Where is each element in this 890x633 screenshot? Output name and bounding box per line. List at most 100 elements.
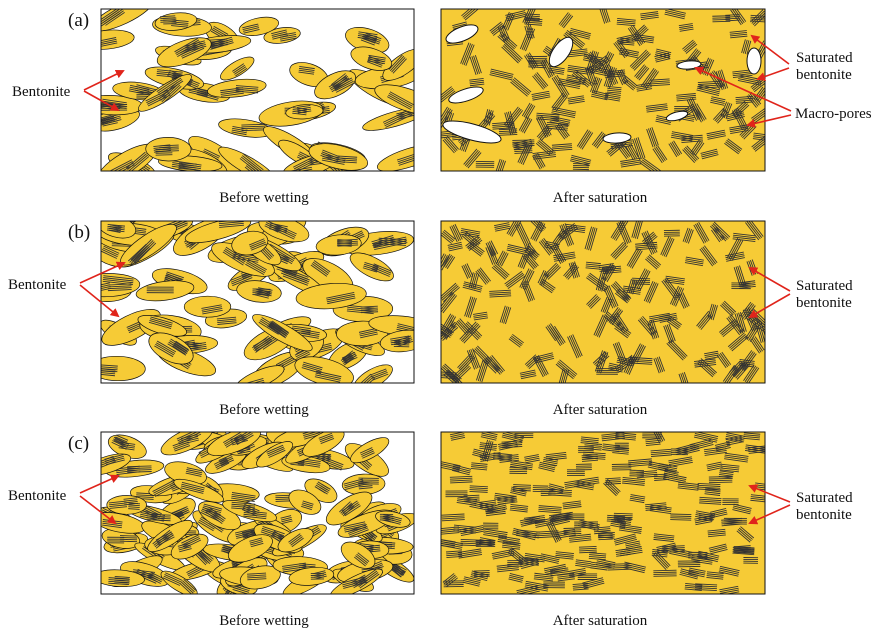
clay-particle-stack <box>441 513 465 522</box>
caption-before-b: Before wetting <box>219 402 309 418</box>
clay-particle-stack <box>694 515 713 526</box>
arrow <box>748 504 791 525</box>
clay-particle-stack <box>688 567 706 578</box>
clay-particle-stack <box>691 103 707 123</box>
bentonite-aggregate <box>382 48 414 81</box>
clay-particle-stack <box>441 363 462 383</box>
clay-particle-stack <box>449 475 473 484</box>
bentonite-aggregate <box>170 533 209 560</box>
clay-particle-stack <box>200 506 222 522</box>
clay-particle-stack <box>627 24 646 47</box>
macro-pore <box>445 24 479 44</box>
clay-particle-stack <box>754 320 765 343</box>
clay-particle-stack <box>656 542 677 554</box>
clay-particle-stack <box>139 510 166 522</box>
clay-particle-stack <box>551 74 570 98</box>
clay-particle-stack <box>531 90 551 101</box>
bentonite-aggregate <box>315 234 362 256</box>
clay-particle-stack <box>746 91 762 108</box>
clay-particle-stack <box>664 9 686 20</box>
clay-particle-stack <box>729 124 749 134</box>
clay-particle-stack <box>706 129 726 140</box>
clay-particle-stack <box>326 292 356 305</box>
macro-pore <box>448 86 484 104</box>
clay-particle-stack <box>266 444 286 458</box>
bentonite-aggregate <box>353 364 393 383</box>
arrow <box>79 474 120 494</box>
clay-particle-stack <box>580 436 599 445</box>
clay-particle-stack <box>562 500 582 510</box>
clay-particle-stack <box>494 492 517 503</box>
clay-particle-stack <box>538 461 556 472</box>
clay-particle-stack <box>565 223 586 233</box>
clay-particle-stack <box>470 462 488 471</box>
clay-particle-stack <box>494 222 511 232</box>
clay-particle-stack <box>239 378 265 383</box>
clay-particle-stack <box>381 514 395 523</box>
clay-particle-stack <box>677 481 700 491</box>
clay-particle-stack <box>107 536 125 544</box>
clay-particle-stack <box>371 235 395 248</box>
bentonite-aggregate <box>285 104 324 120</box>
clay-particle-stack <box>557 78 581 89</box>
clay-particle-stack <box>631 221 645 240</box>
clay-particle-stack <box>600 296 613 314</box>
clay-particle-stack <box>559 223 575 247</box>
bentonite-aggregate <box>252 314 313 352</box>
clay-particle-stack <box>485 240 499 257</box>
clay-particle-stack <box>457 548 483 559</box>
clay-particle-stack <box>561 513 585 521</box>
clay-particle-stack <box>318 432 335 444</box>
clay-particle-stack <box>563 262 579 280</box>
clay-particle-stack <box>310 572 325 580</box>
bentonite-aggregate <box>341 473 386 496</box>
clay-particle-stack <box>645 502 667 511</box>
clay-particle-stack <box>489 68 514 81</box>
clay-particle-stack <box>631 277 651 285</box>
clay-particle-stack <box>555 359 578 380</box>
clay-particle-stack <box>536 115 552 138</box>
caption-before-c: Before wetting <box>219 613 309 629</box>
arrow <box>748 293 791 318</box>
bentonite-aggregate <box>294 356 354 383</box>
clay-particle-stack <box>128 502 141 510</box>
bentonite-aggregate <box>263 27 301 44</box>
clay-particle-stack <box>684 256 704 267</box>
clay-particle-stack <box>607 563 632 571</box>
clay-particle-stack <box>635 241 658 251</box>
clay-particle-stack <box>588 552 607 561</box>
panel-label-a: (a) <box>68 10 89 31</box>
clay-particle-stack <box>130 238 157 265</box>
clay-particle-stack <box>642 231 658 247</box>
clay-particle-stack <box>584 226 598 251</box>
clay-particle-stack <box>610 221 629 241</box>
clay-particle-stack <box>292 107 308 116</box>
clay-particle-stack <box>719 463 740 473</box>
bentonite-aggregate <box>345 27 390 54</box>
clay-particle-stack <box>489 289 512 298</box>
clay-particle-stack <box>662 472 687 484</box>
clay-particle-stack <box>449 432 466 441</box>
macro-pore <box>665 110 689 122</box>
clay-particle-stack <box>569 27 592 40</box>
after-panel-frame-b <box>440 220 766 384</box>
clay-particle-stack <box>652 145 668 164</box>
clay-particle-stack <box>697 482 721 491</box>
clay-particle-stack <box>216 316 237 325</box>
clay-particle-stack <box>645 438 661 446</box>
clay-particle-stack <box>512 139 535 147</box>
clay-particle-stack <box>678 23 694 32</box>
clay-particle-stack <box>628 458 653 467</box>
after-panel-background-a <box>441 9 765 171</box>
clay-particle-stack <box>532 485 549 493</box>
clay-particle-stack <box>267 320 290 339</box>
clay-particle-stack <box>539 278 556 294</box>
bentonite-aggregate <box>120 224 177 266</box>
arrow <box>83 90 120 111</box>
clay-particle-stack <box>353 552 370 567</box>
bentonite-aggregate <box>231 230 269 256</box>
clay-particle-stack <box>741 39 752 55</box>
bentonite-aggregate <box>101 569 145 587</box>
clay-particle-stack <box>629 494 646 504</box>
